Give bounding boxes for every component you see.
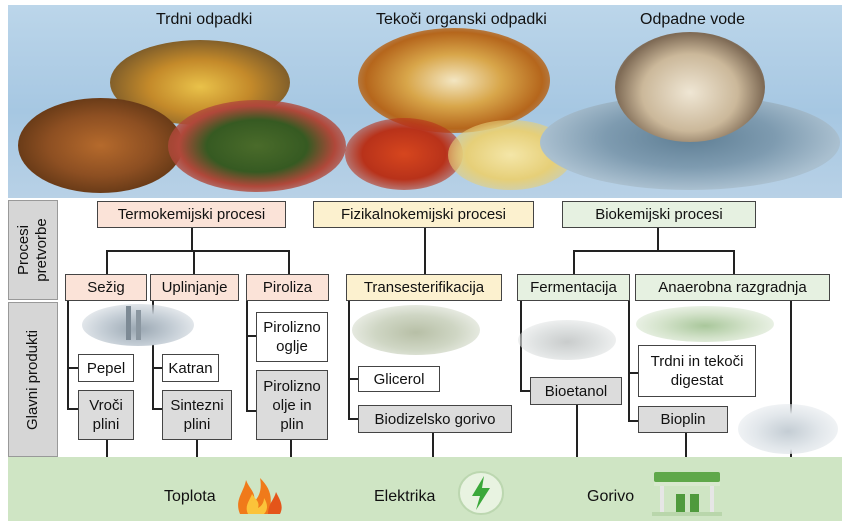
fuel-station-icon bbox=[650, 466, 724, 518]
connector bbox=[685, 433, 687, 457]
solid-waste-straw-image bbox=[18, 98, 183, 193]
connector bbox=[196, 440, 198, 457]
product-biogas: Bioplin bbox=[638, 406, 728, 433]
connector bbox=[67, 408, 78, 410]
liquid-waste-oil-image bbox=[345, 118, 463, 190]
connector bbox=[424, 227, 426, 274]
product-tar: Katran bbox=[162, 354, 219, 382]
connector bbox=[520, 390, 530, 392]
chimney-icon bbox=[136, 310, 141, 340]
side-label-products-text: Glavni produkti bbox=[24, 329, 41, 430]
connector bbox=[657, 227, 659, 251]
product-syngas-text: Sintezni plini bbox=[170, 397, 224, 433]
connector bbox=[106, 440, 108, 457]
connector bbox=[246, 410, 256, 412]
process-gasification: Uplinjanje bbox=[150, 274, 239, 301]
connector bbox=[152, 367, 162, 369]
connector bbox=[152, 298, 154, 408]
category-thermochemical: Termokemijski procesi bbox=[97, 201, 286, 228]
connector bbox=[628, 420, 638, 422]
product-glycerol: Glicerol bbox=[358, 366, 440, 392]
product-syngas: Sintezni plini bbox=[162, 390, 232, 440]
chimney-icon bbox=[126, 306, 131, 340]
source-solid-waste-label: Trdni odpadki bbox=[156, 11, 253, 28]
product-digestate-text: Trdni in tekoči digestat bbox=[650, 353, 744, 389]
gas-cylinders-image bbox=[738, 404, 838, 454]
connector bbox=[348, 418, 358, 420]
biodiesel-plant-image bbox=[352, 305, 480, 355]
connector bbox=[348, 378, 358, 380]
product-hot-gases: Vroči plini bbox=[78, 390, 134, 440]
connector bbox=[576, 404, 578, 457]
connector bbox=[67, 298, 69, 408]
ethanol-plant-image bbox=[518, 320, 616, 360]
process-combustion: Sežig bbox=[65, 274, 147, 301]
source-wastewater-label: Odpadne vode bbox=[640, 11, 745, 28]
side-label-processes: Procesi pretvorbe bbox=[8, 200, 58, 300]
product-ash: Pepel bbox=[78, 354, 134, 382]
connector bbox=[290, 440, 292, 457]
connector bbox=[288, 250, 290, 274]
connector bbox=[348, 298, 350, 418]
product-pyrolysis-char: Pirolizno oglje bbox=[256, 312, 328, 362]
output-electricity-label: Elektrika bbox=[374, 488, 436, 505]
solid-waste-greens-image bbox=[168, 100, 346, 192]
wastewater-outflow-image bbox=[615, 32, 765, 142]
process-transesterification: Transesterifikacija bbox=[346, 274, 502, 301]
connector bbox=[152, 408, 162, 410]
connector bbox=[628, 372, 638, 374]
product-hot-gases-text: Vroči plini bbox=[89, 397, 123, 433]
output-heat-label: Toplota bbox=[164, 488, 216, 505]
process-fermentation: Fermentacija bbox=[517, 274, 630, 301]
category-biochemical: Biokemijski procesi bbox=[562, 201, 756, 228]
connector bbox=[432, 433, 434, 457]
side-label-processes-text: Procesi pretvorbe bbox=[15, 218, 50, 282]
outputs-band bbox=[8, 457, 842, 521]
process-anaerobic-digestion: Anaerobna razgradnja bbox=[635, 274, 830, 301]
process-pyrolysis: Piroliza bbox=[246, 274, 329, 301]
product-pyrolysis-oil-gas-text: Pirolizno olje in plin bbox=[263, 377, 321, 433]
flame-icon bbox=[232, 470, 288, 516]
product-digestate: Trdni in tekoči digestat bbox=[638, 345, 756, 397]
category-physicochemical: Fizikalnokemijski procesi bbox=[313, 201, 534, 228]
connector bbox=[573, 250, 735, 252]
connector bbox=[106, 250, 108, 274]
lightning-icon bbox=[456, 470, 506, 516]
connector bbox=[733, 250, 735, 274]
liquid-waste-foam-image bbox=[358, 28, 550, 133]
side-label-products: Glavni produkti bbox=[8, 302, 58, 457]
source-liquid-waste-label: Tekoči organski odpadki bbox=[376, 11, 547, 28]
connector bbox=[106, 250, 290, 252]
connector bbox=[790, 298, 792, 457]
product-pyrolysis-char-text: Pirolizno oglje bbox=[263, 319, 321, 355]
output-fuel-label: Gorivo bbox=[587, 488, 635, 505]
connector bbox=[191, 227, 193, 251]
product-biodiesel: Biodizelsko gorivo bbox=[358, 405, 512, 433]
connector bbox=[67, 367, 78, 369]
biogas-plant-image bbox=[636, 306, 774, 342]
connector bbox=[246, 298, 248, 410]
product-bioethanol: Bioetanol bbox=[530, 377, 622, 405]
connector bbox=[628, 298, 630, 420]
connector bbox=[246, 335, 256, 337]
connector bbox=[573, 250, 575, 274]
product-pyrolysis-oil-gas: Pirolizno olje in plin bbox=[256, 370, 328, 440]
connector bbox=[193, 250, 195, 274]
